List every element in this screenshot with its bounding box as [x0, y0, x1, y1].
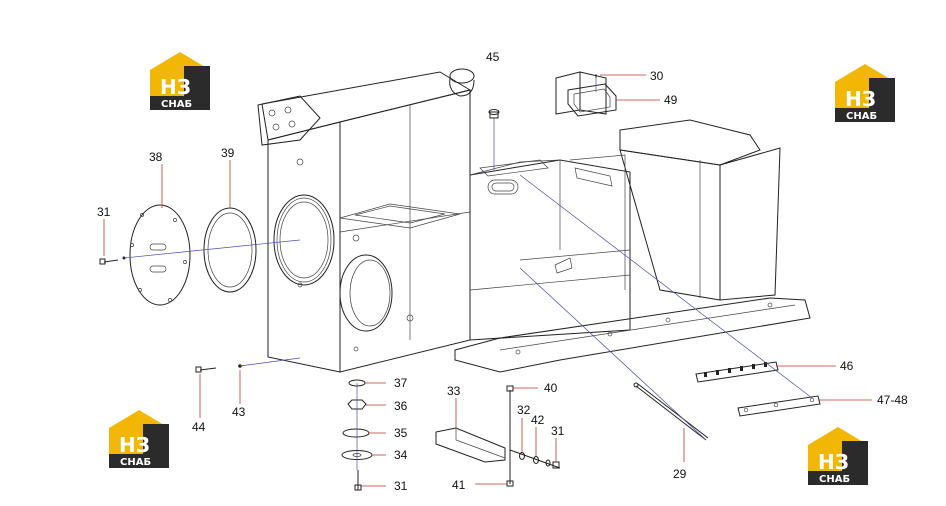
callout-40: 40	[544, 381, 558, 395]
callout-31-bottom: 31	[394, 479, 408, 493]
callout-49: 49	[664, 93, 678, 107]
callout-44: 44	[192, 420, 206, 434]
logo-bottom-left: НЗ СНАБ	[109, 410, 169, 468]
strip-46	[695, 361, 779, 383]
logo-bottom-right: НЗ СНАБ	[808, 427, 868, 485]
callout-41: 41	[452, 478, 466, 492]
callout-30: 30	[650, 69, 664, 83]
bolt-44-washer-43	[195, 364, 242, 373]
frame-rear-section	[454, 119, 811, 373]
svg-text:НЗ: НЗ	[818, 450, 849, 474]
callout-36: 36	[394, 399, 408, 413]
plug-45	[488, 109, 500, 119]
callout-34: 34	[394, 448, 408, 462]
assembly-axes	[123, 78, 813, 470]
callout-46: 46	[840, 359, 854, 373]
bolt-31-left	[99, 256, 126, 265]
callout-43: 43	[232, 405, 246, 419]
callout-45: 45	[486, 50, 500, 64]
callout-37: 37	[394, 376, 408, 390]
logo-top-left: НЗ СНАБ	[150, 52, 210, 110]
callout-31-right: 31	[551, 424, 565, 438]
leader-lines	[103, 74, 872, 487]
rod-29	[633, 382, 709, 441]
callout-42: 42	[531, 413, 545, 427]
svg-text:СНАБ: СНАБ	[846, 111, 877, 122]
bracket-30-plate-49	[555, 71, 617, 117]
washers-32-42-31	[509, 449, 561, 469]
svg-text:СНАБ: СНАБ	[819, 474, 850, 485]
callout-39: 39	[221, 146, 235, 160]
plate-47-48	[737, 395, 821, 417]
bracket-33	[435, 427, 506, 463]
callout-31-left: 31	[97, 205, 111, 219]
svg-text:НЗ: НЗ	[160, 75, 191, 99]
svg-text:СНАБ: СНАБ	[161, 99, 192, 110]
callout-38: 38	[149, 150, 163, 164]
callout-35: 35	[394, 426, 408, 440]
svg-text:СНАБ: СНАБ	[120, 457, 151, 468]
stud-40-41	[506, 385, 514, 487]
svg-text:НЗ: НЗ	[845, 87, 876, 111]
callout-47-48: 47-48	[877, 393, 908, 407]
callout-32: 32	[517, 403, 531, 417]
gasket-39	[203, 207, 257, 293]
callout-labels: 45 30 49 38 39 31 37 36 35 34 31 33 40 3…	[97, 50, 908, 493]
callout-29: 29	[673, 467, 687, 481]
logo-top-right: НЗ СНАБ	[835, 64, 895, 122]
frame-housing	[257, 68, 475, 373]
callout-33: 33	[447, 384, 461, 398]
cover-plate-38	[129, 204, 191, 306]
svg-text:НЗ: НЗ	[119, 433, 150, 457]
